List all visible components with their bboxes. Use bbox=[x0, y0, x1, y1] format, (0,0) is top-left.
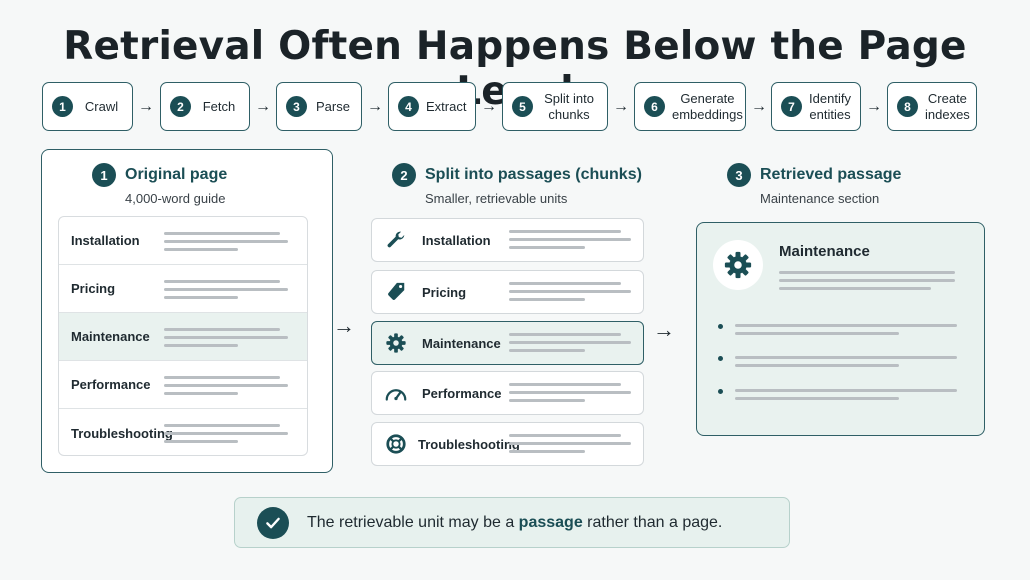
section-label: Installation bbox=[71, 233, 140, 248]
arrow-right-icon: → bbox=[613, 98, 629, 115]
step-label: Extract bbox=[426, 98, 467, 114]
section-title: Retrieved passage bbox=[760, 166, 902, 183]
step-embeddings: 6 Generate embeddings bbox=[634, 82, 746, 131]
retrieved-passage-card: Maintenance bbox=[696, 222, 985, 436]
step-number: 5 bbox=[512, 96, 533, 117]
section-title: Split into passages (chunks) bbox=[425, 166, 642, 183]
tag-icon bbox=[384, 280, 408, 304]
arrow-right-icon: → bbox=[255, 98, 271, 115]
step-number: 7 bbox=[781, 96, 802, 117]
chunks-heading: 2 Split into passages (chunks) bbox=[392, 163, 642, 187]
chunk-label: Maintenance bbox=[422, 335, 501, 351]
bullet bbox=[718, 389, 723, 394]
step-number: 1 bbox=[52, 96, 73, 117]
arrow-right-icon: → bbox=[751, 98, 767, 115]
pipeline: 1 Crawl → 2 Fetch → 3 Parse → 4 Extract … bbox=[0, 82, 1030, 132]
text-lines bbox=[164, 280, 288, 304]
step-label: Identify entities bbox=[809, 90, 851, 122]
step-label: Crawl bbox=[84, 98, 119, 114]
text-lines bbox=[164, 328, 288, 352]
chunk-label: Pricing bbox=[422, 284, 467, 300]
text-lines bbox=[735, 389, 957, 405]
step-entities: 7 Identify entities bbox=[771, 82, 861, 131]
step-crawl: 1 Crawl bbox=[42, 82, 133, 131]
arrow-right-icon: → bbox=[653, 317, 675, 342]
text-lines bbox=[779, 271, 955, 295]
chunk-maintenance: Maintenance bbox=[371, 321, 644, 365]
list-item: Pricing bbox=[59, 265, 307, 313]
arrow-right-icon: → bbox=[866, 98, 882, 115]
chunk-label: Performance bbox=[422, 385, 502, 401]
lifebuoy-icon bbox=[384, 432, 408, 456]
text-lines bbox=[509, 333, 631, 357]
text-lines bbox=[509, 434, 631, 458]
arrow-right-icon: → bbox=[333, 313, 355, 338]
step-indexes: 8 Create indexes bbox=[887, 82, 977, 131]
text-lines bbox=[164, 232, 288, 256]
original-page-subtitle: 4,000-word guide bbox=[125, 191, 226, 206]
section-number: 2 bbox=[392, 163, 416, 187]
bullet bbox=[718, 324, 723, 329]
step-extract: 4 Extract bbox=[388, 82, 476, 131]
check-icon bbox=[257, 506, 289, 539]
callout-text-before: The retrievable unit may be a bbox=[307, 513, 519, 531]
chunk-pricing: Pricing bbox=[371, 270, 644, 314]
arrow-right-icon: → bbox=[367, 98, 383, 115]
callout-text: The retrievable unit may be a passage ra… bbox=[307, 514, 722, 532]
section-number: 1 bbox=[92, 163, 116, 187]
step-label: Create indexes bbox=[925, 90, 970, 122]
text-lines bbox=[164, 376, 288, 400]
gauge-icon bbox=[384, 381, 408, 405]
callout-emphasis: passage bbox=[518, 513, 583, 531]
text-lines bbox=[509, 230, 631, 254]
section-label: Troubleshooting bbox=[71, 425, 173, 441]
section-number: 3 bbox=[727, 163, 751, 187]
original-page-sections: Installation Pricing Maintenance Perform… bbox=[58, 216, 308, 456]
step-fetch: 2 Fetch bbox=[160, 82, 250, 131]
gear-icon bbox=[713, 240, 763, 290]
step-number: 6 bbox=[644, 96, 665, 117]
list-item: Installation bbox=[59, 217, 307, 265]
key-takeaway-callout: The retrievable unit may be a passage ra… bbox=[234, 497, 790, 548]
retrieved-heading: 3 Retrieved passage bbox=[727, 163, 901, 187]
step-label: Fetch bbox=[202, 98, 236, 114]
wrench-icon bbox=[384, 228, 408, 252]
chunks-subtitle: Smaller, retrievable units bbox=[425, 191, 568, 206]
text-lines bbox=[509, 282, 631, 306]
bullet bbox=[718, 356, 723, 361]
arrow-right-icon: → bbox=[138, 98, 154, 115]
section-label: Pricing bbox=[71, 281, 116, 296]
section-label: Maintenance bbox=[71, 329, 150, 344]
step-split: 5 Split into chunks bbox=[502, 82, 608, 131]
retrieved-card-title: Maintenance bbox=[779, 243, 870, 260]
retrieved-subtitle: Maintenance section bbox=[760, 191, 880, 206]
callout-text-after: rather than a page. bbox=[582, 513, 723, 531]
list-item: Performance bbox=[59, 361, 307, 409]
text-lines bbox=[735, 356, 957, 372]
step-label: Split into chunks bbox=[544, 90, 594, 122]
chunk-label: Installation bbox=[422, 232, 491, 248]
chunk-performance: Performance bbox=[371, 371, 644, 415]
text-lines bbox=[735, 324, 957, 340]
step-parse: 3 Parse bbox=[276, 82, 362, 131]
chunk-installation: Installation bbox=[371, 218, 644, 262]
chunk-troubleshooting: Troubleshooting bbox=[371, 422, 644, 466]
text-lines bbox=[509, 383, 631, 407]
step-number: 2 bbox=[170, 96, 191, 117]
section-title: Original page bbox=[125, 166, 228, 183]
gear-icon bbox=[384, 331, 408, 355]
step-label: Generate embeddings bbox=[672, 90, 743, 122]
arrow-right-icon: → bbox=[481, 98, 497, 115]
step-number: 3 bbox=[286, 96, 307, 117]
step-number: 4 bbox=[398, 96, 419, 117]
chunk-label: Troubleshooting bbox=[418, 436, 520, 452]
step-label: Parse bbox=[316, 98, 350, 114]
text-lines bbox=[164, 424, 288, 448]
section-label: Performance bbox=[71, 377, 151, 392]
step-number: 8 bbox=[897, 96, 918, 117]
list-item-highlighted: Maintenance bbox=[59, 313, 307, 361]
list-item: Troubleshooting bbox=[59, 409, 307, 455]
original-page-heading: 1 Original page bbox=[92, 163, 227, 187]
